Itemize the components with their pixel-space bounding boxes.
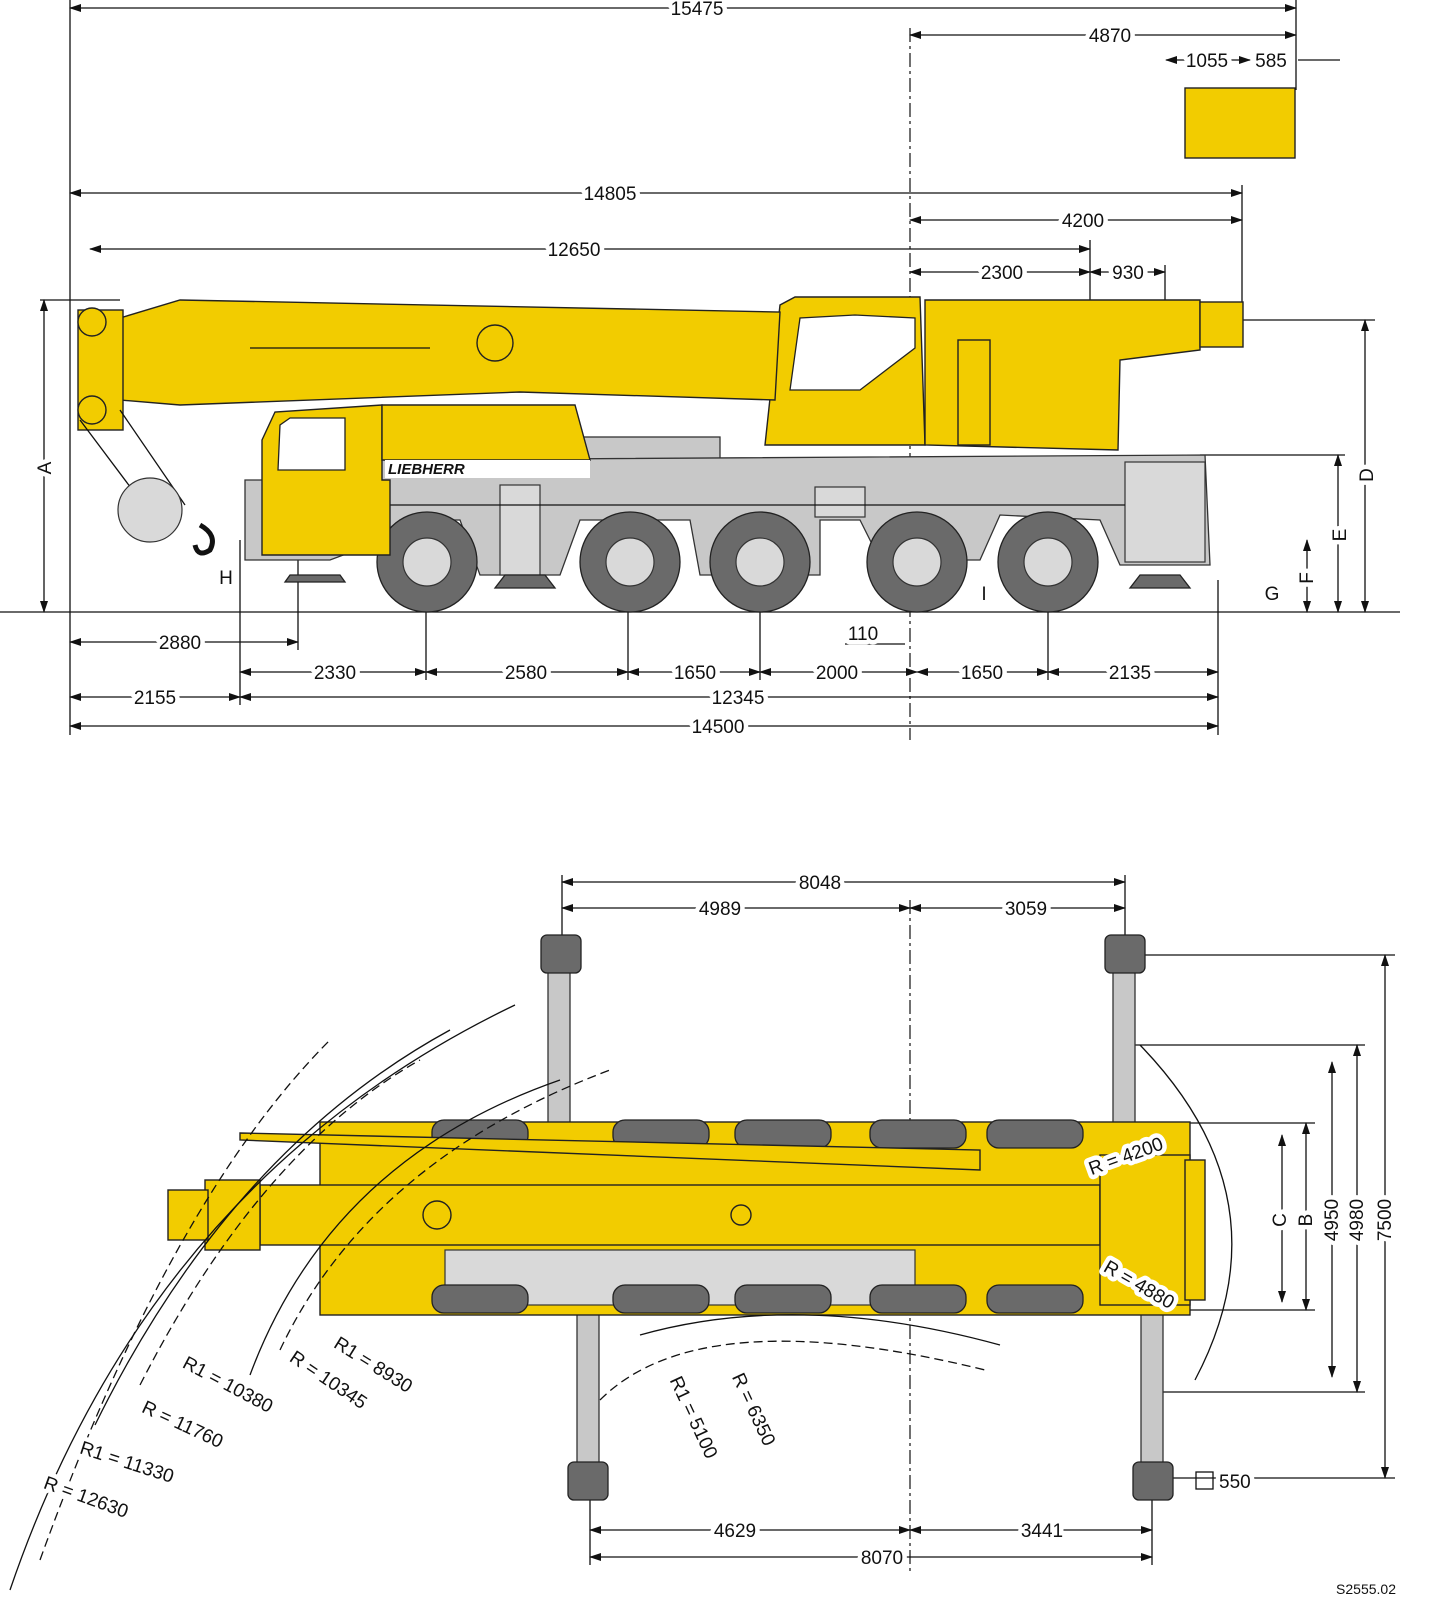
plan-view: 8048 4989 3059 4629 3441 8070 C B 4950 4… [9,869,1401,1591]
boom-plan [167,1132,1206,1306]
dim-15475: 15475 [671,0,724,20]
dim-axle-2580: 2580 [505,663,547,684]
radius-r-6350: R = 6350 [727,1370,779,1449]
driver-cab: LIEBHERR [261,404,591,556]
radius-r-11760: R = 11760 [139,1397,227,1453]
dim-12650: 12650 [548,240,601,261]
side-view: LIEBHERR 15475 4870 1055 [0,0,1400,743]
radius-r-12630: R = 12630 [41,1473,131,1523]
dim-pad-550: 550 [1219,1472,1251,1493]
dim-3441: 3441 [1021,1521,1063,1542]
dim-1055: 1055 [1186,51,1228,72]
dim-14500: 14500 [692,717,745,738]
dim-letter-D: D [1357,468,1378,482]
dim-2300: 2300 [981,263,1023,284]
hook-block [117,477,183,543]
dim-2880: 2880 [159,633,201,654]
dim-4980: 4980 [1347,1199,1368,1241]
dim-3059: 3059 [1005,899,1047,920]
dim-axle-1650b: 1650 [961,663,1003,684]
outrigger-pad [540,934,582,974]
dim-letter-G: G [1265,584,1280,605]
radius-r1-11330: R1 = 11330 [77,1438,176,1488]
dim-4989: 4989 [699,899,741,920]
dim-4950: 4950 [1322,1199,1343,1241]
dimension-lines [40,0,1395,1565]
dim-7500: 7500 [1375,1199,1396,1241]
dim-4870: 4870 [1089,26,1131,47]
counterweight-rear-view [1184,87,1296,159]
dim-letter-C: C [1270,1213,1291,1227]
side-dimension-labels: 15475 4870 1055 585 14805 4200 12650 230… [31,0,1383,743]
dim-2155: 2155 [134,688,176,709]
brand-logo: LIEBHERR [388,461,465,478]
dim-axle-2330: 2330 [314,663,356,684]
pad-size-square-icon [1195,1471,1214,1490]
outrigger-pad [1104,934,1146,974]
dim-8048: 8048 [799,873,841,894]
dim-14805: 14805 [584,184,637,205]
radius-r1-10380: R1 = 10380 [179,1353,276,1418]
dim-letter-H: H [219,568,233,589]
dim-letter-F: F [1297,572,1318,584]
dim-110: 110 [848,624,878,645]
dim-letter-I: I [981,584,986,605]
superstructure [764,87,1296,451]
dim-4200: 4200 [1062,211,1104,232]
dim-letter-A: A [35,461,56,474]
swing-radius-arcs [9,1004,1233,1591]
drawing-number: S2555.02 [1336,1581,1396,1597]
dim-585: 585 [1255,51,1287,72]
radius-r1-5100: R1 = 5100 [665,1373,721,1462]
dim-930: 930 [1112,263,1144,284]
dim-letter-B: B [1296,1214,1317,1227]
outrigger-pad [1132,1461,1174,1501]
outrigger-pad [567,1461,609,1501]
dim-axle-1650: 1650 [674,663,716,684]
wheels [376,511,1099,613]
dim-4629: 4629 [714,1521,756,1542]
dim-letter-E: E [1330,529,1351,542]
dim-axle-2000: 2000 [816,663,858,684]
dim-8070: 8070 [861,1548,903,1569]
dim-axle-2135: 2135 [1109,663,1151,684]
telescopic-boom [77,299,781,556]
dim-12345: 12345 [712,688,765,709]
carrier [244,436,1211,589]
